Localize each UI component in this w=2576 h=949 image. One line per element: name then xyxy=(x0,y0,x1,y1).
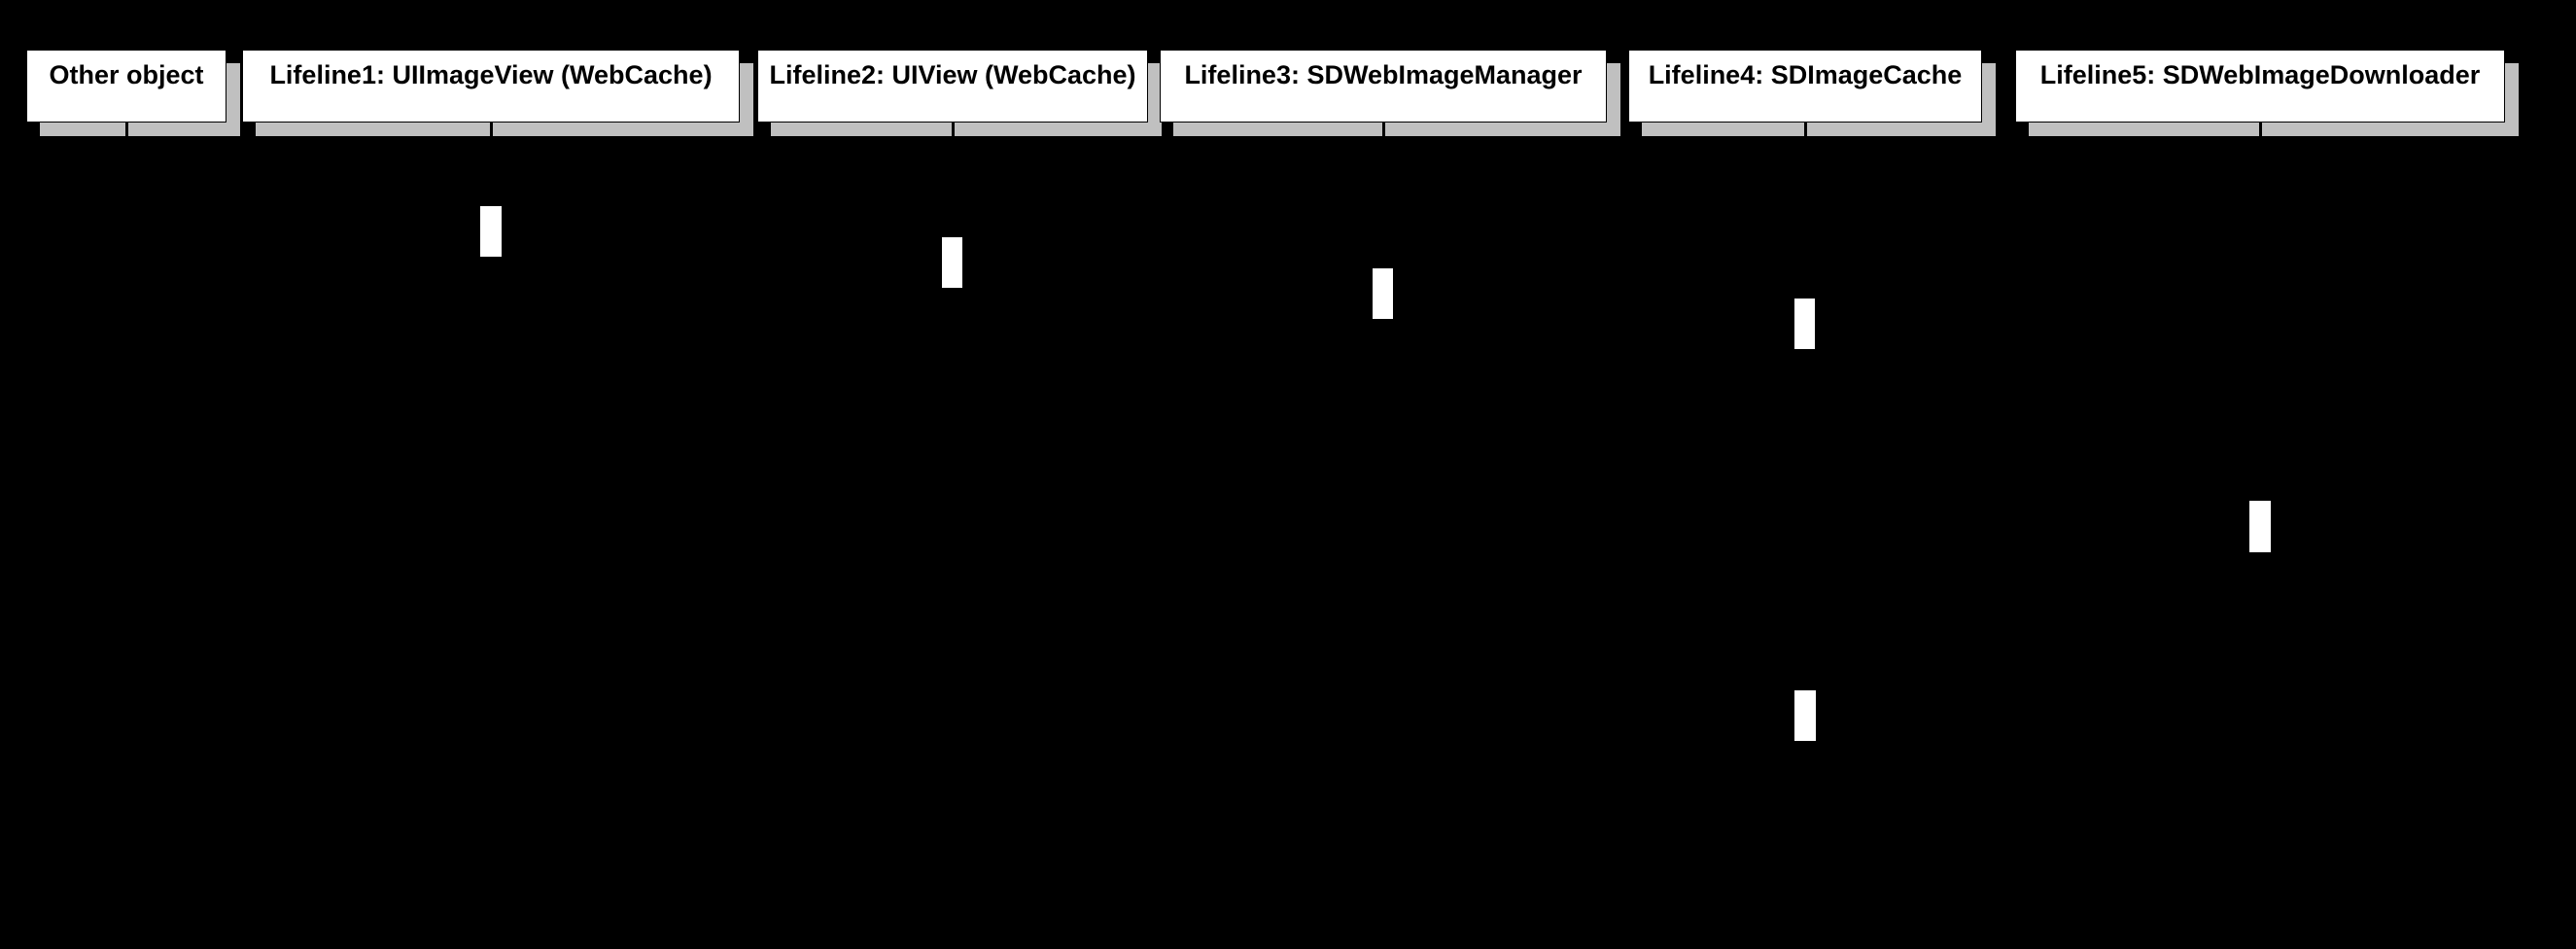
lifeline-line-lifeline4 xyxy=(1803,123,1807,949)
lifeline-head-label: Other object xyxy=(49,60,204,89)
lifeline-line-lifeline1 xyxy=(489,123,493,949)
lifeline-head-label: Lifeline4: SDImageCache xyxy=(1648,60,1963,89)
lifeline-head-label: Lifeline3: SDWebImageManager xyxy=(1184,60,1583,89)
activation-bar-lifeline5 xyxy=(2248,500,2272,553)
activation-bar-lifeline3 xyxy=(1372,267,1394,320)
lifeline-head-label: Lifeline2: UIView (WebCache) xyxy=(769,60,1136,89)
lifeline-head-lifeline5: Lifeline5: SDWebImageDownloader xyxy=(2015,50,2505,123)
lifeline-line-lifeline3 xyxy=(1381,123,1385,949)
lifeline-head-other-object: Other object xyxy=(26,50,226,123)
activation-bar-lifeline2 xyxy=(941,236,963,289)
lifeline-line-lifeline2 xyxy=(951,123,955,949)
lifeline-head-lifeline4: Lifeline4: SDImageCache xyxy=(1628,50,1982,123)
lifeline-head-lifeline3: Lifeline3: SDWebImageManager xyxy=(1160,50,1607,123)
lifeline-head-lifeline1: Lifeline1: UIImageView (WebCache) xyxy=(242,50,740,123)
lifeline-head-label: Lifeline1: UIImageView (WebCache) xyxy=(269,60,713,89)
activation-bar-lifeline4 xyxy=(1793,298,1816,350)
lifeline-line-other-object xyxy=(124,123,128,949)
activation-bar-lifeline4 xyxy=(1793,689,1817,742)
lifeline-head-lifeline2: Lifeline2: UIView (WebCache) xyxy=(757,50,1148,123)
lifeline-head-label: Lifeline5: SDWebImageDownloader xyxy=(2039,60,2481,89)
activation-bar-lifeline1 xyxy=(479,205,503,258)
